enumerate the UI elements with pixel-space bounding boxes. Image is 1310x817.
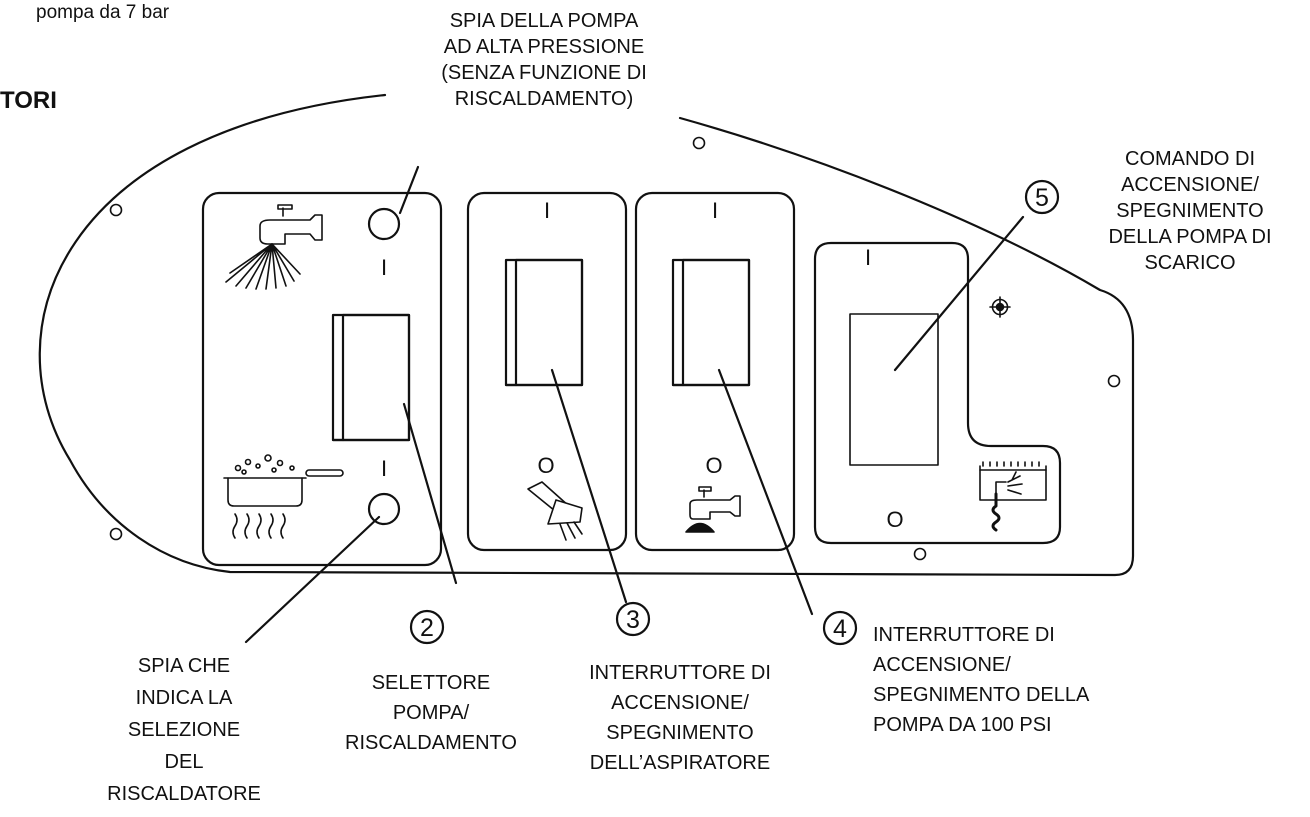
selector-module: [201, 191, 443, 567]
callout-interruttore-aspiratore: INTERRUTTORE DI ACCENSIONE/ SPEGNIMENTO …: [589, 662, 771, 774]
pump-100psi-rocker[interactable]: [681, 258, 751, 387]
pump-indicator-light: [367, 207, 401, 241]
heater-indicator-light: [367, 492, 401, 526]
callout-number-circle-5: [1024, 179, 1060, 215]
target-symbol: [989, 296, 1011, 318]
leader-riscaldatore: [244, 515, 381, 644]
screw-hole-left-upper: [109, 203, 123, 217]
callout-number-circle-4: [822, 610, 858, 646]
screw-hole-bottom: [913, 547, 927, 561]
callout-number-circle-3: [615, 601, 651, 637]
vacuum-wand-icon: [527, 481, 583, 541]
spray-nozzle-icon: [225, 204, 323, 290]
drain-pump-icon: [979, 461, 1047, 532]
aspirator-off-mark: O: [537, 453, 554, 478]
drain-pump-module: [813, 241, 1062, 545]
selector-on-mark-bottom: I: [381, 456, 387, 481]
leader-pompa-100psi: [717, 368, 814, 616]
callout-selettore: SELETTORE POMPA/ RISCALDAMENTO: [345, 672, 517, 754]
screw-hole-right: [1107, 374, 1121, 388]
aspirator-rocker[interactable]: [514, 258, 584, 387]
callout-spia-pompa-alta-pressione: SPIA DELLA POMPA AD ALTA PRESSIONE (SENZ…: [441, 10, 647, 110]
screw-hole-top: [692, 136, 706, 150]
aspirator-rocker-shadow[interactable]: [504, 258, 584, 387]
leader-pompa-scarico: [893, 215, 1025, 372]
callout-spia-riscaldatore: SPIA CHE INDICA LA SELEZIONE DEL RISCALD…: [107, 655, 261, 805]
section-title-fragment: TORI: [0, 87, 57, 114]
boiling-pot-icon: [223, 454, 344, 539]
pump-100psi-on-mark: I: [712, 198, 718, 223]
leader-selettore: [402, 402, 458, 585]
drain-pump-on-mark: I: [865, 245, 871, 270]
selector-rocker-shadow[interactable]: [331, 313, 411, 442]
aspirator-module: [466, 191, 628, 552]
header-top-fragment: pompa da 7 bar: [36, 2, 170, 23]
pump-100psi-off-mark: O: [705, 453, 722, 478]
screw-hole-left-lower: [109, 527, 123, 541]
drain-pump-off-mark: O: [886, 507, 903, 532]
callout-number-3: 3: [626, 606, 640, 634]
panel-outline: [38, 93, 1135, 577]
aspirator-on-mark: I: [544, 198, 550, 223]
pump-100psi-rocker-shadow[interactable]: [671, 258, 751, 387]
callout-number-circle-2: [409, 609, 445, 645]
selector-rocker[interactable]: [341, 313, 411, 442]
callout-comando-pompa-scarico: COMANDO DI ACCENSIONE/ SPEGNIMENTO DELLA…: [1108, 148, 1272, 274]
pump-100psi-module: [634, 191, 796, 552]
callout-number-2: 2: [420, 614, 434, 642]
selector-on-mark-top: I: [381, 255, 387, 280]
callout-number-4: 4: [833, 615, 847, 643]
leader-spia-pompa: [398, 165, 420, 215]
faucet-icon: [685, 486, 741, 533]
leader-aspiratore: [550, 368, 628, 604]
callout-interruttore-pompa-100psi: INTERRUTTORE DI ACCENSIONE/ SPEGNIMENTO …: [873, 624, 1090, 736]
drain-pump-switch[interactable]: [849, 313, 939, 466]
callout-number-5: 5: [1035, 184, 1049, 212]
